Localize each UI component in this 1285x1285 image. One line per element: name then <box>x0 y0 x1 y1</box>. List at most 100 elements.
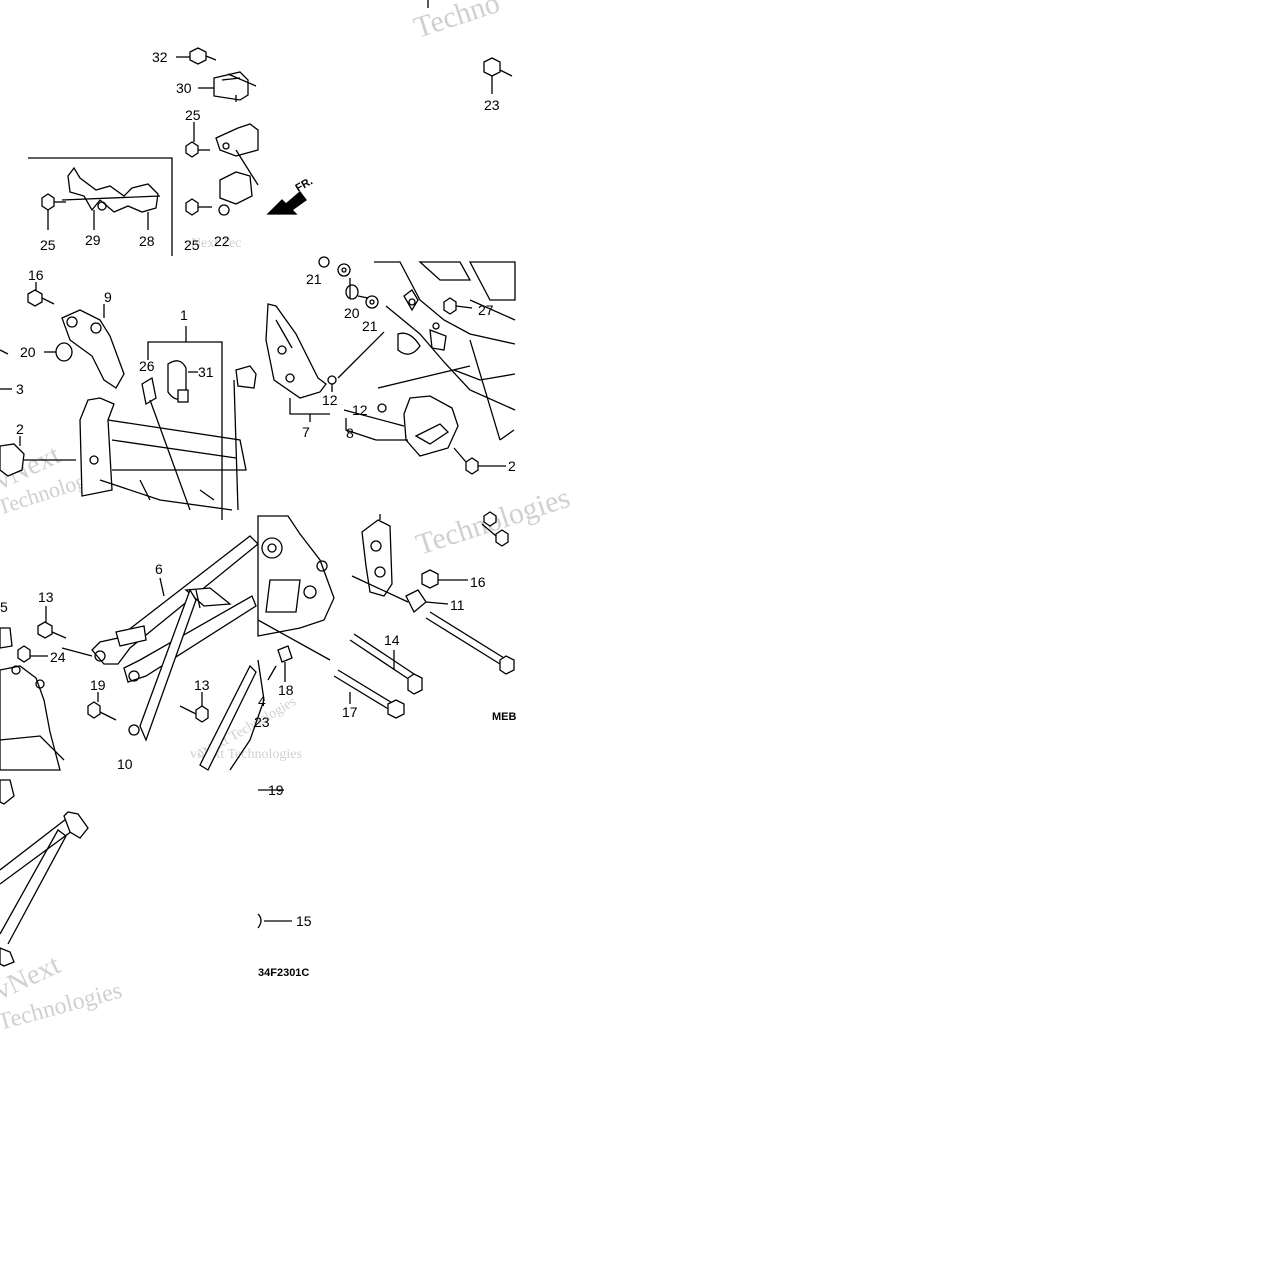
bolt-icon <box>189 47 217 65</box>
engine-hanger-plate-icon <box>61 309 125 389</box>
nut-icon <box>327 375 337 385</box>
rear-frame-icon <box>0 779 89 967</box>
part-label: 7 <box>302 424 310 440</box>
part-label: 14 <box>384 632 400 648</box>
watermark-text: vNext Tec <box>184 236 241 251</box>
pin-icon <box>267 645 293 681</box>
part-label: 4 <box>258 693 266 709</box>
bolt-icon <box>37 621 67 639</box>
part-label: 12 <box>352 402 368 418</box>
part-label: 22 <box>214 233 230 249</box>
bolt-icon <box>87 701 117 721</box>
tile-frame-front-labels: 16 9 1 20 26 31 3 2 <box>16 267 214 437</box>
frame-head-pipe-icon <box>79 397 247 511</box>
clamp-icon <box>141 376 157 406</box>
part-label: 21 <box>362 318 378 334</box>
tile-long-bolts-labels: 16 11 14 18 17 4 23 MEB <box>254 574 517 730</box>
bolt-icon <box>17 645 31 663</box>
tile-rear-frame <box>0 779 292 967</box>
bracket-icon <box>0 443 25 477</box>
part-label: 10 <box>117 756 133 772</box>
part-label: 24 <box>50 649 66 665</box>
frame-pivot-icon <box>257 515 335 637</box>
part-label: 25 <box>40 237 56 253</box>
subframe-icon <box>91 535 259 771</box>
bolt-icon <box>27 289 55 307</box>
bracket-icon <box>0 627 13 649</box>
part-label: 13 <box>194 677 210 693</box>
part-label: 16 <box>470 574 486 590</box>
part-label: 26 <box>139 358 155 374</box>
tile-harness-brackets <box>28 0 513 256</box>
bolt-icon <box>41 193 66 211</box>
part-label: 28 <box>139 233 155 249</box>
tile-subframe-labels: 6 5 13 24 19 13 10 <box>0 561 210 772</box>
part-label: 25 <box>185 107 201 123</box>
part-label: 25 <box>184 237 200 253</box>
part-label: 32 <box>152 49 168 65</box>
bolt-icon <box>421 569 439 589</box>
part-label: 1 <box>180 307 188 323</box>
part-label: 5 <box>0 599 8 615</box>
part-label: 8 <box>346 425 354 441</box>
collar-icon <box>55 342 73 362</box>
front-direction-arrow-icon <box>266 191 307 215</box>
part-label: 29 <box>85 232 101 248</box>
engine-mount-plate-icon <box>361 519 393 597</box>
frame-guard-left-icon <box>265 303 327 399</box>
frame-rear-section-icon <box>374 261 516 411</box>
part-label: 31 <box>198 364 214 380</box>
part-label: 27 <box>478 302 494 318</box>
part-label: 19 <box>268 782 284 798</box>
part-label: 20 <box>20 344 36 360</box>
part-label: 9 <box>104 289 112 305</box>
band-icon <box>167 360 189 403</box>
part-label: 18 <box>278 682 294 698</box>
long-bolt-icon <box>349 633 423 695</box>
tile-subframe <box>0 535 259 771</box>
tile-frame-guards-labels: 21 20 21 27 12 12 7 8 2 <box>302 271 516 474</box>
collar-icon <box>345 284 359 300</box>
part-label: 16 <box>28 267 44 283</box>
part-label: 20 <box>344 305 360 321</box>
bracket-icon <box>235 365 257 389</box>
part-label: 17 <box>342 704 358 720</box>
part-label: 13 <box>38 589 54 605</box>
bolt-icon <box>465 457 479 475</box>
long-bolt-icon <box>425 611 515 675</box>
part-label: 3 <box>16 381 24 397</box>
part-label: 2 <box>16 421 24 437</box>
part-label: 23 <box>254 714 270 730</box>
tile-rear-frame-labels: 19 15 34F2301C <box>258 782 312 979</box>
part-label: 2 <box>508 458 516 474</box>
clamp-icon <box>218 171 253 216</box>
nut-icon <box>377 403 387 413</box>
bolt-icon <box>481 523 509 547</box>
washer-icon <box>337 263 351 277</box>
tile-harness-labels: 32 30 25 25 22 25 29 28 23 FR. <box>40 49 500 253</box>
diagram-code-fragment: MEB <box>492 711 517 723</box>
part-label: 12 <box>322 392 338 408</box>
tile-long-bolts <box>229 511 515 771</box>
bracket-icon <box>215 123 259 157</box>
washer-icon <box>365 295 379 309</box>
part-label: 30 <box>176 80 192 96</box>
part-label: 15 <box>296 913 312 929</box>
bolt-icon <box>483 57 513 77</box>
long-bolt-icon <box>333 669 405 719</box>
diagram-code-fragment: 34F2301C <box>258 967 309 979</box>
frame-guard-right-icon <box>403 395 459 457</box>
tile-frame-guards <box>265 256 516 475</box>
wire-harness-icon <box>61 166 161 213</box>
part-label: 23 <box>484 97 500 113</box>
collar-icon <box>318 256 330 268</box>
bolt-icon <box>185 198 212 216</box>
frame-lower-icon <box>0 665 65 771</box>
part-label: 21 <box>306 271 322 287</box>
bolt-icon <box>483 511 497 527</box>
bolt-icon <box>185 141 210 158</box>
part-label: 11 <box>450 597 465 613</box>
tile-frame-front <box>0 282 257 520</box>
bolt-icon <box>443 297 457 315</box>
